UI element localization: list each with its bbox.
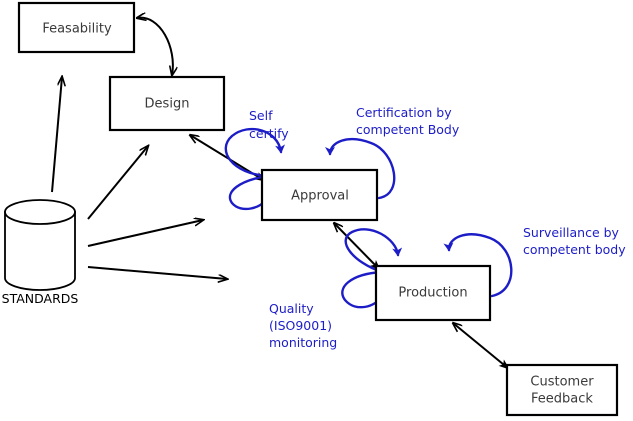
loop-surveillance bbox=[443, 233, 513, 298]
annotation-self-certify-line-1: Self bbox=[249, 108, 273, 123]
flow-standards-to-design bbox=[87, 146, 148, 220]
flow-design-to-feasability bbox=[137, 18, 173, 75]
annotation-surveillance-line-2: competent body bbox=[523, 242, 626, 257]
node-feasability-label: Feasability bbox=[42, 22, 112, 37]
flow-standards-to-feasability bbox=[51, 77, 62, 193]
cylinder-top bbox=[4, 199, 76, 225]
loop-self-certify-lower bbox=[228, 174, 270, 211]
annotation-certification-line-2: competent Body bbox=[356, 122, 460, 137]
node-production-label: Production bbox=[398, 286, 467, 301]
annotation-self-certify-line-2: certify bbox=[249, 126, 289, 141]
annotation-self-certify: Self certify bbox=[249, 108, 289, 141]
loop-self-certify bbox=[224, 127, 285, 178]
annotation-certification: Certification by competent Body bbox=[356, 105, 460, 137]
node-customer-feedback-label-2: Feedback bbox=[531, 392, 593, 407]
annotation-quality-line-1: Quality bbox=[269, 301, 314, 316]
node-feasability-box bbox=[17, 1, 136, 54]
node-approval-box bbox=[260, 168, 379, 222]
node-customer-feedback-box bbox=[505, 363, 619, 417]
node-approval-label: Approval bbox=[291, 189, 349, 204]
annotation-quality: Quality (ISO9001) monitoring bbox=[269, 301, 337, 350]
annotation-quality-line-2: (ISO9001) bbox=[269, 318, 332, 333]
loop-certification bbox=[325, 138, 396, 200]
loop-quality bbox=[344, 228, 403, 274]
annotation-surveillance: Surveillance by competent body bbox=[523, 225, 626, 257]
loop-quality-lower bbox=[341, 270, 384, 309]
flow-standards-to-approval bbox=[87, 220, 203, 247]
node-standards-label: STANDARDS bbox=[2, 291, 79, 306]
annotation-surveillance-line-1: Surveillance by bbox=[523, 225, 620, 240]
flow-production-to-customer-feedback bbox=[453, 323, 509, 370]
flow-standards-to-production bbox=[87, 266, 227, 279]
node-customer-feedback-label-1: Customer bbox=[530, 375, 594, 390]
node-design[interactable]: Design bbox=[108, 75, 226, 132]
node-design-box bbox=[108, 75, 226, 132]
node-design-label: Design bbox=[145, 97, 190, 112]
cylinder-body bbox=[4, 211, 76, 291]
node-approval[interactable]: Approval bbox=[260, 168, 379, 222]
node-production-box bbox=[374, 264, 492, 322]
node-feasability[interactable]: Feasability bbox=[17, 1, 136, 54]
flow-approval-to-production bbox=[334, 223, 381, 270]
node-production[interactable]: Production bbox=[374, 264, 492, 322]
annotation-quality-line-3: monitoring bbox=[269, 335, 337, 350]
annotation-certification-line-1: Certification by bbox=[356, 105, 452, 120]
node-customer-feedback[interactable]: Customer Feedback bbox=[505, 363, 619, 417]
node-standards[interactable]: STANDARDS bbox=[2, 199, 79, 306]
